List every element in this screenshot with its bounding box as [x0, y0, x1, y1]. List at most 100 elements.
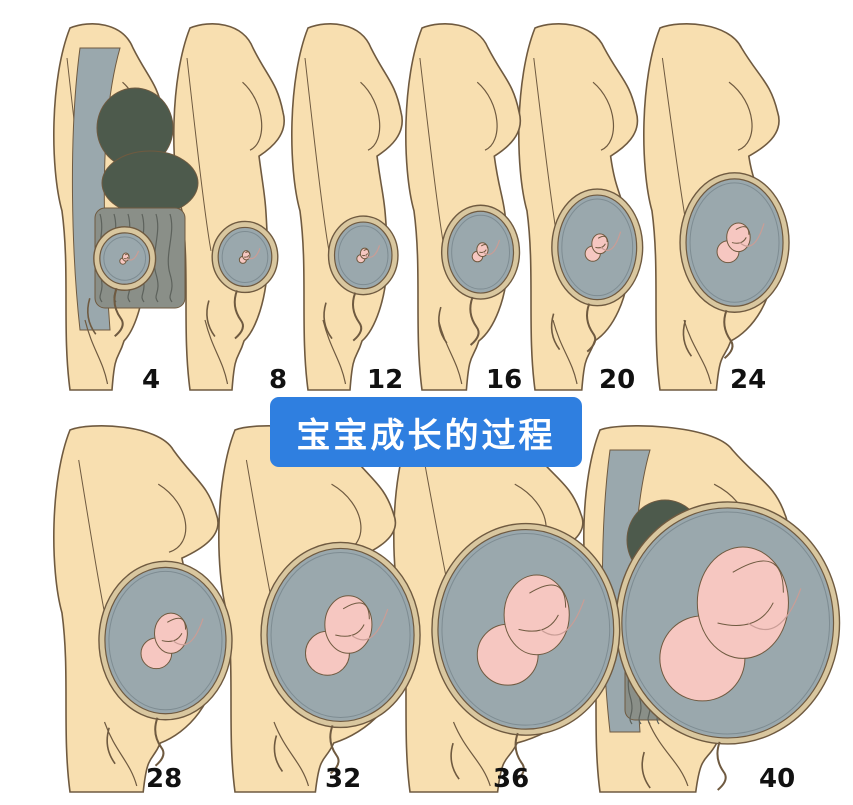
amniotic-membrane: [103, 236, 147, 281]
umbilical-cord: [172, 618, 204, 646]
fetus: [356, 245, 381, 264]
figure-week-20: [518, 23, 644, 391]
week-label-12: 12: [367, 365, 404, 395]
fetus-limbs: [731, 226, 750, 244]
figure-week-16: [405, 23, 522, 391]
fetus-body: [324, 595, 373, 654]
umbilical-cord: [364, 245, 381, 258]
body-silhouette: [173, 23, 285, 391]
body-silhouette: [405, 23, 522, 391]
figure-week-36: [393, 425, 621, 793]
torso-contour: [304, 57, 330, 252]
pelvis-curve: [323, 302, 333, 340]
week-label-16: 16: [486, 365, 523, 395]
cervix: [351, 292, 363, 342]
fetus-limbs: [717, 560, 784, 626]
breast-outline: [592, 81, 614, 151]
figure-week-24: [643, 23, 790, 391]
figure-week-4: [53, 23, 199, 391]
amniotic-membrane: [270, 551, 411, 718]
fetus-body: [591, 233, 609, 255]
amniotic-membrane: [221, 230, 269, 283]
breast-outline: [242, 81, 263, 151]
intestine-loop: [167, 213, 173, 303]
breast-outline: [728, 81, 753, 151]
fetus-body: [726, 222, 751, 253]
breast-outline: [476, 81, 498, 151]
amniotic-membrane: [451, 214, 510, 290]
thigh-outline: [552, 319, 578, 385]
umbilical-cord: [747, 588, 802, 631]
umbilical-cord: [539, 599, 585, 636]
cervix: [154, 717, 165, 767]
fetus-body: [696, 546, 789, 659]
fetus: [471, 239, 501, 263]
fetus-limbs: [161, 617, 187, 642]
fetus-limbs: [335, 602, 370, 637]
pelvis-curve: [450, 742, 460, 780]
amniotic-membrane: [689, 182, 780, 303]
week-label-8: 8: [269, 365, 288, 395]
pelvis-curve: [273, 735, 284, 772]
thigh-outline: [103, 721, 138, 787]
cervix: [586, 303, 597, 353]
cervix: [233, 290, 244, 340]
thigh-outline: [437, 319, 463, 385]
intestine-loop: [153, 213, 159, 303]
week-label-20: 20: [599, 365, 636, 395]
pelvis-curve: [206, 300, 216, 337]
week-label-40: 40: [759, 764, 796, 794]
thigh-outline: [648, 721, 689, 787]
cervix: [469, 296, 480, 346]
fetus: [584, 231, 622, 262]
thigh-outline: [273, 721, 310, 787]
fetus: [119, 250, 140, 265]
umbilical-cord: [600, 231, 622, 251]
thigh-outline: [452, 721, 491, 787]
figure-week-8: [173, 23, 285, 391]
torso-contour: [419, 57, 446, 252]
week-label-32: 32: [325, 764, 362, 794]
figure-week-40: [583, 425, 841, 793]
fetus: [238, 247, 261, 264]
figure-week-12: [291, 23, 403, 391]
fetus: [476, 574, 585, 686]
pelvis-curve: [87, 298, 97, 335]
fetus: [140, 612, 204, 670]
stomach-organ: [101, 150, 199, 216]
figure-week-32: [218, 425, 421, 793]
breast-outline: [157, 483, 187, 553]
amniotic-membrane: [625, 511, 831, 735]
body-silhouette: [291, 23, 403, 391]
cervix: [113, 287, 124, 338]
fetus-body: [154, 612, 188, 654]
fetus: [716, 222, 765, 264]
cervix: [723, 309, 734, 360]
week-label-36: 36: [493, 764, 530, 794]
umbilical-cord: [125, 250, 140, 261]
title-banner: 宝宝成长的过程: [270, 397, 582, 467]
amniotic-membrane: [561, 198, 634, 297]
pelvis-curve: [550, 313, 561, 351]
cervix: [514, 732, 525, 782]
thigh-outline: [683, 319, 712, 385]
umbilical-cord: [482, 239, 501, 256]
cervix: [716, 741, 727, 791]
week-label-28: 28: [146, 764, 183, 794]
fetus: [304, 595, 389, 676]
week-label-24: 24: [730, 365, 767, 395]
week-label-4: 4: [142, 365, 161, 395]
amniotic-membrane: [338, 225, 389, 286]
amniotic-membrane: [441, 533, 611, 726]
amniotic-membrane: [108, 570, 223, 711]
figure-week-28: [53, 425, 233, 793]
thigh-outline: [204, 319, 229, 385]
breast-outline: [360, 81, 381, 151]
thigh-outline: [322, 319, 347, 385]
umbilical-cord: [246, 247, 261, 260]
fetus: [659, 546, 802, 702]
umbilical-cord: [739, 223, 765, 247]
cervix: [329, 725, 340, 775]
